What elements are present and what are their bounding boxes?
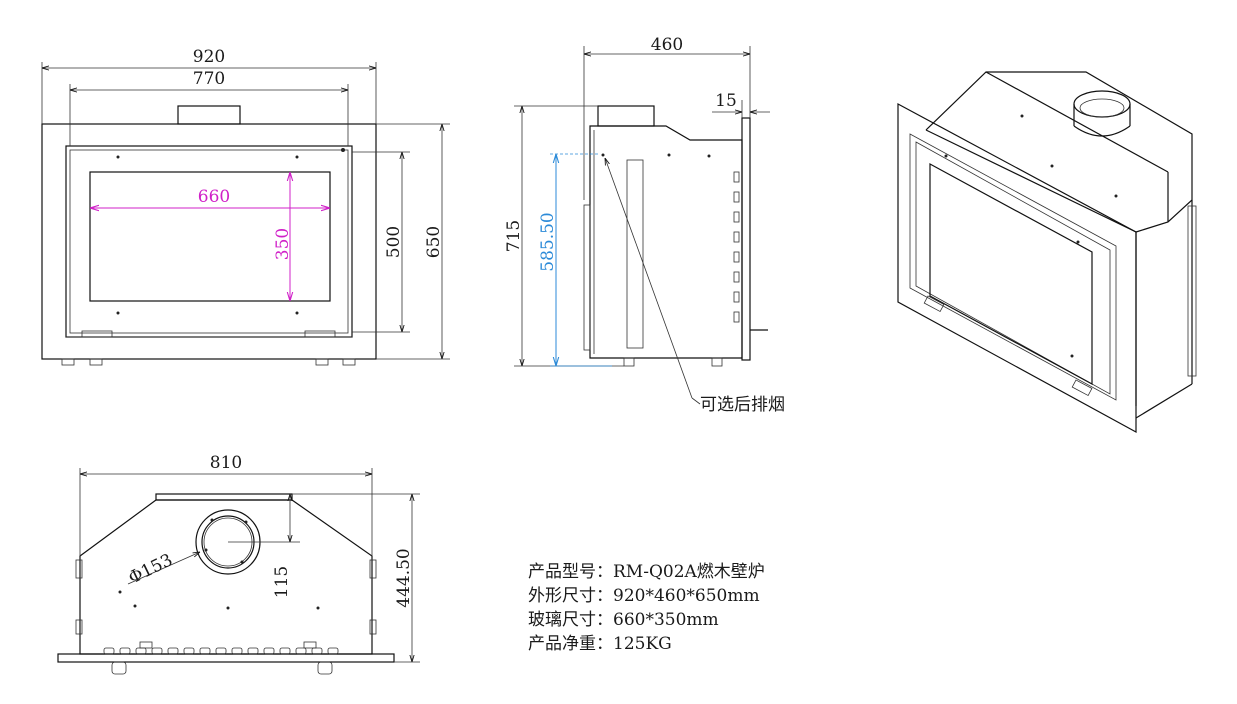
- dim-glass-width: 660: [198, 187, 230, 207]
- front-view: 920 770 660 350 500 650: [41, 47, 450, 366]
- dim-total-height: 715: [504, 220, 524, 252]
- isometric-view: [897, 71, 1197, 434]
- spec-net-weight: 产品净重：125KG: [528, 634, 672, 654]
- dim-glass-height: 350: [273, 228, 293, 260]
- spec-model: 产品型号：RM-Q02A燃木壁炉: [528, 562, 765, 582]
- dim-overall-height: 650: [424, 226, 444, 258]
- dim-flue-offset: 115: [272, 566, 292, 598]
- spec-glass-size: 玻璃尺寸：660*350mm: [528, 610, 719, 630]
- dim-door-height: 500: [384, 226, 404, 258]
- top-view: 810 444.50 115 Φ153: [57, 453, 420, 675]
- dim-depth: 460: [651, 35, 683, 55]
- dim-top-depth: 444.50: [394, 548, 414, 607]
- spec-dimensions: 外形尺寸：920*460*650mm: [528, 586, 760, 606]
- dim-flue-diameter: Φ153: [125, 550, 175, 588]
- rear-flue-note: 可选后排烟: [700, 395, 785, 415]
- side-view: 460 15 715 585.50 可选后排烟: [504, 35, 785, 415]
- dim-flue-height: 585.50: [538, 212, 558, 271]
- product-specs: 产品型号：RM-Q02A燃木壁炉 外形尺寸：920*460*650mm 玻璃尺寸…: [528, 560, 765, 656]
- dim-overall-width: 920: [193, 47, 225, 67]
- dim-frame-thickness: 15: [715, 91, 737, 111]
- dim-top-width: 810: [210, 453, 242, 473]
- dim-frame-width: 770: [193, 69, 225, 89]
